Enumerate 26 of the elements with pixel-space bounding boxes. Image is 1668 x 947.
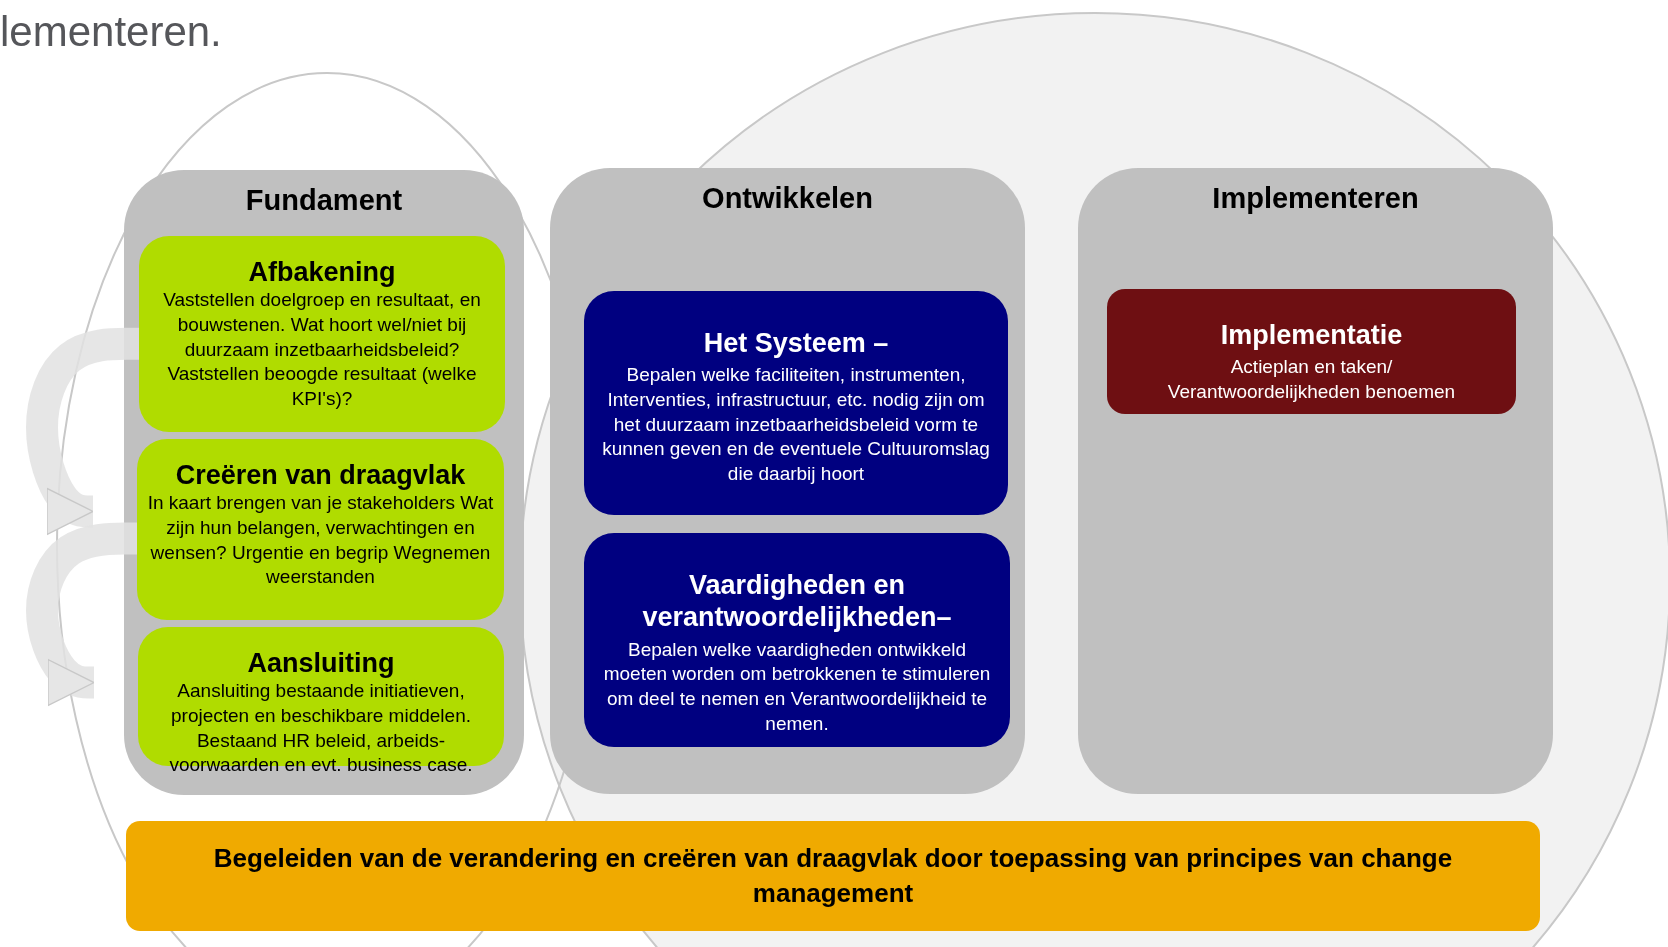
description: In kaart brengen van je stakeholders Wat zijn hun belangen, verwachtingen en wensen? Urgentie en begrip Wegnemen weerstanden: [146, 491, 495, 590]
phase-panel: [124, 170, 524, 795]
heading: Vaardigheden en verantwoordelijkheden–: [641, 569, 953, 634]
step-card: [1107, 289, 1516, 414]
heading: Aansluiting: [246, 647, 396, 680]
heading: Begeleiden van de verandering en creëren van draagvlak door toepassing van principes van change management: [212, 841, 1454, 910]
step-card: [584, 291, 1008, 515]
heading: Implementeren: [1211, 182, 1420, 215]
heading: Implementatie: [1219, 319, 1404, 352]
heading: Afbakening: [247, 256, 397, 289]
description: Bepalen welke vaardigheden ontwikkeld moeten worden om betrokkenen te stimuleren om deel te nemen en Verantwoordelijkheid te nemen.: [602, 637, 992, 736]
heading: Creëren van draagvlak: [174, 459, 467, 492]
step-card: [139, 236, 505, 432]
heading: Het Systeem –: [702, 327, 890, 360]
step-card: [584, 533, 1010, 747]
phase-panel: [1078, 168, 1553, 794]
footer-banner: [126, 821, 1540, 931]
description: Vaststellen doelgroep en resultaat, en bouwstenen. Wat hoort wel/niet bij duurzaam inzetbaarheidsbeleid? Vaststellen beoogde resultaat (welke KPI's)?: [162, 288, 482, 412]
step-card: [137, 439, 504, 620]
heading: Ontwikkelen: [701, 182, 874, 215]
description: Aansluiting bestaande initiatieven, projecten en beschikbare middelen. Bestaand HR beleid, arbeids-voorwaarden en evt. business case.: [168, 679, 474, 778]
heading-fragment: lementeren.: [0, 8, 222, 56]
heading: Fundament: [244, 184, 404, 217]
description: Bepalen welke faciliteiten, instrumenten, Interventies, infrastructuur, etc. nodig zijn om het duurzaam inzetbaarheidsbeleid vorm te kunnen geven en de eventuele Cultuuromslag die daarbij hoort: [601, 363, 991, 487]
phase-panel: [550, 168, 1025, 794]
description: Actieplan en taken/ Verantwoordelijkheden benoemen: [1166, 355, 1457, 405]
